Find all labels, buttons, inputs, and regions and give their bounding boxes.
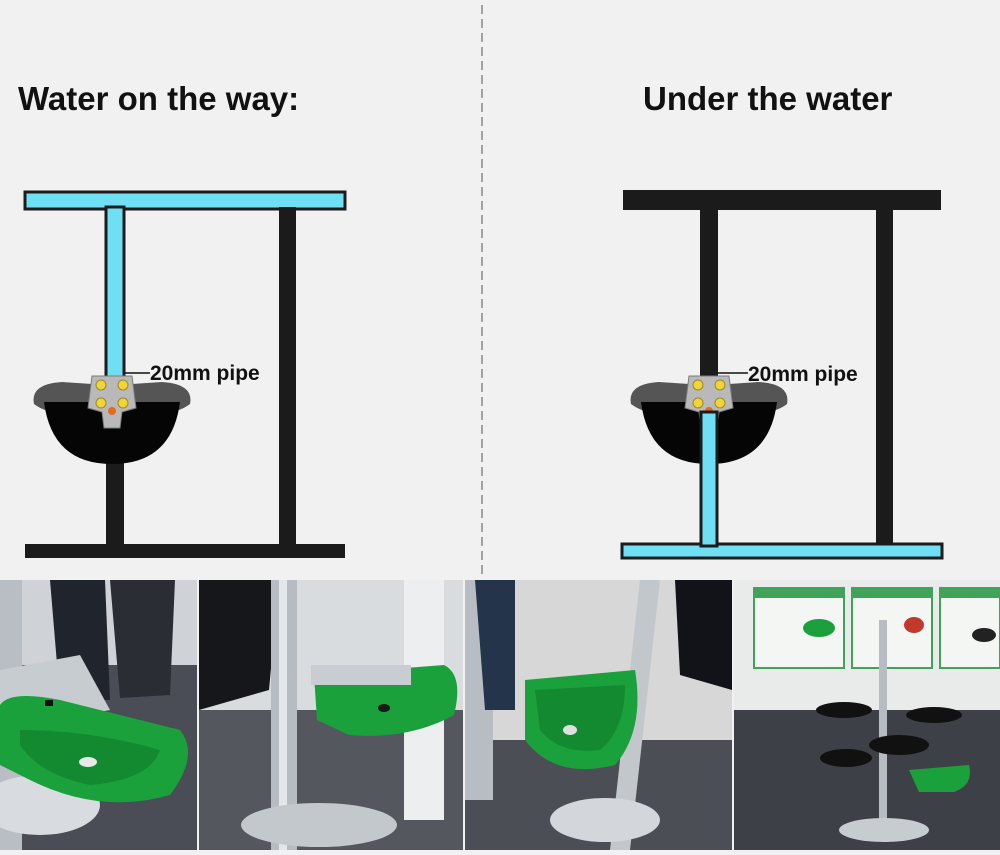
right-panel: Under the water 20mm pipe — [620, 80, 944, 560]
installation-diagram: Water on the way: 20mm pipe Under the wa… — [18, 5, 944, 575]
photo-pipe-mount — [199, 580, 463, 850]
vertical-water-pipe — [104, 205, 126, 381]
left-pipe-label: 20mm pipe — [150, 362, 260, 385]
left-title: Water on the way: — [18, 80, 299, 117]
bottom-water-pipe — [620, 542, 944, 560]
photo-bowl-closeup — [0, 580, 197, 850]
top-frame-bar — [623, 190, 941, 210]
left-drinking-bowl — [33, 375, 191, 465]
left-side-post — [279, 207, 296, 546]
left-panel: Water on the way: 20mm pipe — [18, 80, 347, 558]
rising-water-pipe — [699, 410, 719, 548]
top-water-pipe — [23, 190, 347, 211]
photo-trade-show-booth — [734, 580, 1000, 850]
right-title: Under the water — [643, 80, 893, 117]
photo-bowl-side — [465, 580, 732, 850]
left-base-bar — [25, 544, 345, 558]
right-pipe-label: 20mm pipe — [748, 363, 858, 386]
left-lower-post — [106, 440, 124, 546]
right-upper-post — [700, 208, 718, 380]
right-side-post — [876, 208, 893, 546]
